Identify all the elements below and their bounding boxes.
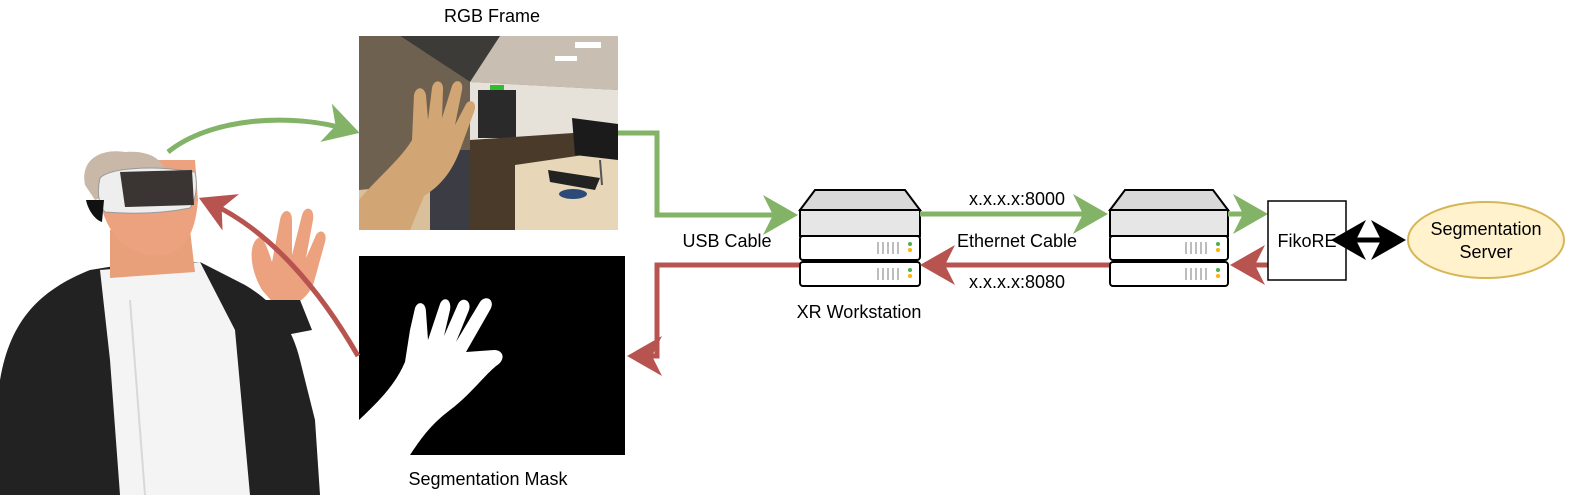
segmentation-server-label-line1: Segmentation: [1430, 219, 1541, 239]
segmentation-server-node: [1407, 201, 1565, 279]
segmentation-mask-image: [359, 256, 625, 455]
segmentation-mask-label: Segmentation Mask: [408, 469, 568, 489]
person-with-vr-headset-icon: [0, 151, 326, 495]
usb-cable-label: USB Cable: [682, 231, 771, 251]
xr-workstation-server-icon: [798, 189, 922, 287]
ethernet-cable-label: Ethernet Cable: [957, 231, 1077, 251]
usb-uplink-arrow: [618, 130, 798, 235]
mask-to-headset-arrow: [198, 194, 361, 358]
capture-arrow: [166, 103, 360, 154]
segmentation-server-label-line2: Server: [1459, 242, 1512, 262]
rgb-frame-image: [359, 36, 618, 230]
rgb-frame-label: RGB Frame: [444, 6, 540, 26]
usb-downlink-arrow: [627, 262, 800, 376]
port-8080-label: x.x.x.x:8080: [969, 272, 1065, 292]
port-8000-label: x.x.x.x:8000: [969, 189, 1065, 209]
xr-workstation-label: XR Workstation: [797, 302, 922, 322]
fikore-label: FikoRE: [1277, 231, 1336, 251]
relay-server-icon: [1108, 189, 1230, 287]
